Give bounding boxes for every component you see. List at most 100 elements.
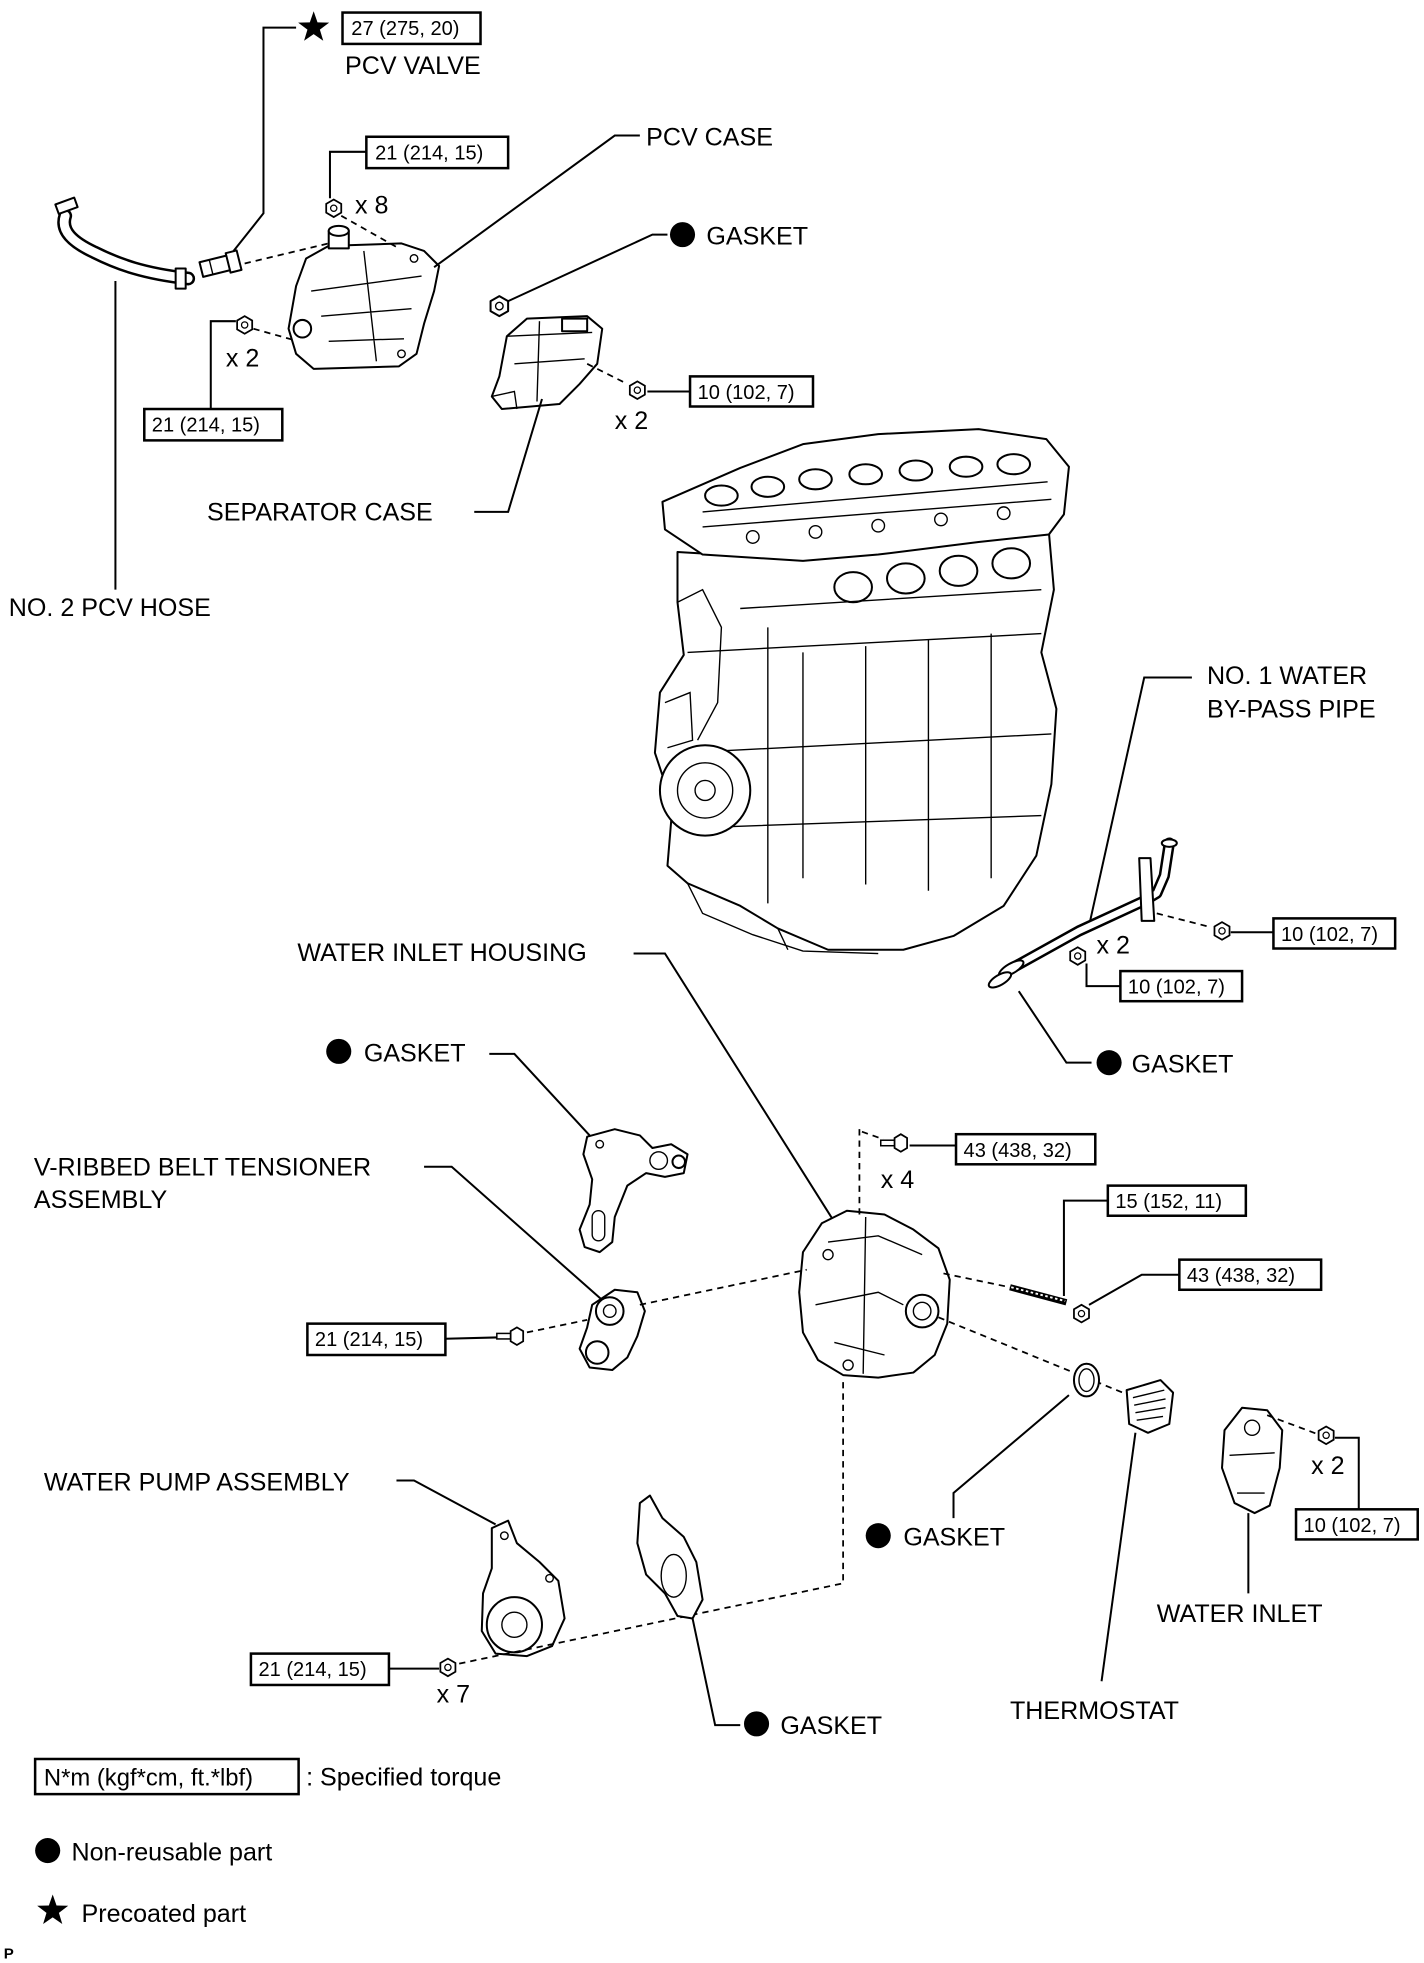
housing-bolt-qty: x 4 — [881, 1166, 915, 1194]
water-inlet-nut-torque: 10 (102, 7) — [1304, 1515, 1401, 1537]
torque-box — [365, 135, 510, 170]
pulley-middle — [676, 762, 734, 819]
bypass-bolt-torque: 10 (102, 7) — [1281, 924, 1378, 946]
housing-gasket-callout: GASKET — [326, 1038, 689, 1254]
torque-box — [1272, 917, 1397, 950]
pcv-valve-label: PCV VALVE — [345, 52, 481, 80]
cam-cap — [996, 453, 1032, 476]
pcv-case-callout: PCV CASE 21 (214, 15) x 8 x 2 21 (214, 1… — [143, 124, 773, 442]
legend-torque-text: : Specified torque — [306, 1763, 501, 1791]
separator-case-body — [490, 315, 604, 411]
pcv-case-gasket-callout: GASKET — [489, 222, 808, 318]
timing-cover — [664, 588, 723, 749]
pcv-case-body — [287, 242, 441, 370]
housing-body — [798, 1209, 951, 1379]
stud-shaft — [1009, 1284, 1068, 1306]
water-inlet-bolt-hole — [1243, 1419, 1261, 1436]
non-reusable-bullet-icon — [743, 1711, 770, 1737]
hose-clamp-upper — [54, 196, 79, 215]
pcv-valve-hex — [224, 249, 243, 274]
legend-non-reusable-text: Non-reusable part — [72, 1839, 273, 1867]
precoated-star-icon — [298, 11, 330, 41]
separator-case-tab — [561, 317, 589, 333]
pcv-case-port — [292, 318, 313, 339]
separator-case-bolt-torque: 10 (102, 7) — [698, 382, 795, 404]
housing-outlet-bore — [912, 1301, 932, 1321]
bypass-gasket-part — [987, 971, 1013, 989]
tensioner-pivot-bore — [602, 1304, 617, 1319]
housing-bolt-dashed-path — [861, 1130, 884, 1141]
pcv-valve-part — [198, 249, 243, 278]
water-pump-hub — [501, 1611, 528, 1638]
bypass-nut-leader — [1085, 963, 1121, 988]
hose-clamp-lower — [174, 267, 187, 290]
head-bolt — [871, 518, 886, 533]
pcv-case-bolt-hole — [409, 254, 419, 263]
pump-gasket-outline — [636, 1494, 704, 1620]
gasket-ring — [489, 295, 510, 318]
legend-torque-box — [33, 1757, 300, 1796]
torque-box — [1178, 1258, 1323, 1292]
water-inlet-nut-qty: x 2 — [1311, 1452, 1344, 1480]
water-inlet-body — [1221, 1406, 1284, 1515]
water-bypass-pipe-callout: NO. 1 WATER BY-PASS PIPE 10 (102, 7) x 2… — [998, 662, 1397, 1003]
water-inlet-nut-dashed-path — [1266, 1414, 1318, 1435]
cam-cap — [750, 475, 786, 498]
pcv-case-nut-torque: 21 (214, 15) — [152, 415, 260, 437]
housing-bolt-hole — [842, 1359, 854, 1371]
cam-cap — [898, 459, 934, 482]
torque-box — [954, 1132, 1097, 1166]
tensioner-bolt-dashed-path — [526, 1319, 588, 1334]
legend-torque-unit: N*m (kgf*cm, ft.*lbf) — [44, 1764, 253, 1791]
tensioner-bolt-leader — [445, 1336, 497, 1340]
gasket-slot — [591, 1210, 606, 1242]
water-pump-gasket-part — [636, 1494, 704, 1620]
pcv-case-gasket-label: GASKET — [706, 223, 808, 251]
corner-mark: P — [4, 1945, 14, 1962]
thermostat-part — [1125, 1379, 1175, 1434]
housing-stud-torque: 15 (152, 11) — [1115, 1191, 1222, 1213]
intake-port — [886, 562, 926, 595]
pcv-hose-label: NO. 2 PCV HOSE — [9, 594, 211, 622]
housing-bolt-hole — [822, 1248, 834, 1261]
water-inlet-housing-callout: WATER INLET HOUSING x 4 43 (438, 32) 15 … — [297, 939, 1323, 1394]
tensioner-label-line1: V-RIBBED BELT TENSIONER — [34, 1154, 371, 1182]
pcv-case-label: PCV CASE — [646, 124, 773, 152]
pcv-case-boss-top — [327, 224, 350, 237]
bypass-pipe-label-line1: NO. 1 WATER — [1207, 662, 1367, 690]
separator-case-bolt — [628, 380, 646, 400]
block-horizontal-lines — [683, 588, 1052, 829]
head-bolt — [996, 506, 1011, 521]
tensioner-label-line2: ASSEMBLY — [34, 1186, 168, 1214]
torque-box — [1119, 969, 1244, 1003]
pcv-case-gasket-part — [489, 295, 510, 318]
separator-case-part — [490, 315, 604, 411]
water-inlet-nut-leader — [1334, 1436, 1360, 1510]
camshaft-caps — [704, 453, 1032, 507]
water-inlet-callout: x 2 10 (102, 7) WATER INLET — [1157, 1406, 1419, 1628]
water-pump-bolt — [439, 1657, 457, 1678]
water-inlet-nut — [1317, 1425, 1335, 1445]
thermostat-label: THERMOSTAT — [1010, 1697, 1179, 1725]
cam-cap — [848, 463, 884, 486]
tensioner-leader — [424, 1165, 606, 1304]
pcv-case-bolt — [325, 198, 343, 218]
separator-case-bolt-dashed-path — [586, 363, 628, 385]
pcv-case-nut-leader — [209, 320, 236, 410]
gasket-hole — [494, 301, 504, 311]
water-inlet-label: WATER INLET — [1157, 1600, 1323, 1628]
non-reusable-legend-icon — [35, 1838, 61, 1864]
pulley-hub — [694, 779, 716, 802]
separator-case-leader — [474, 398, 543, 513]
pcv-valve-dashed-path — [244, 242, 329, 265]
thermostat-gasket-part — [1072, 1362, 1101, 1398]
water-pump-bolt-torque: 21 (214, 15) — [258, 1659, 366, 1681]
housing-gasket-leader — [489, 1052, 591, 1137]
intake-port — [991, 547, 1032, 580]
tensioner-bolt-torque: 21 (214, 15) — [315, 1329, 423, 1351]
housing-stud-dashed-path — [943, 1272, 1011, 1289]
legend: N*m (kgf*cm, ft.*lbf) : Specified torque… — [33, 1757, 501, 1928]
camshaft-line — [702, 481, 1052, 528]
water-pump-gasket-callout: GASKET — [636, 1494, 882, 1740]
